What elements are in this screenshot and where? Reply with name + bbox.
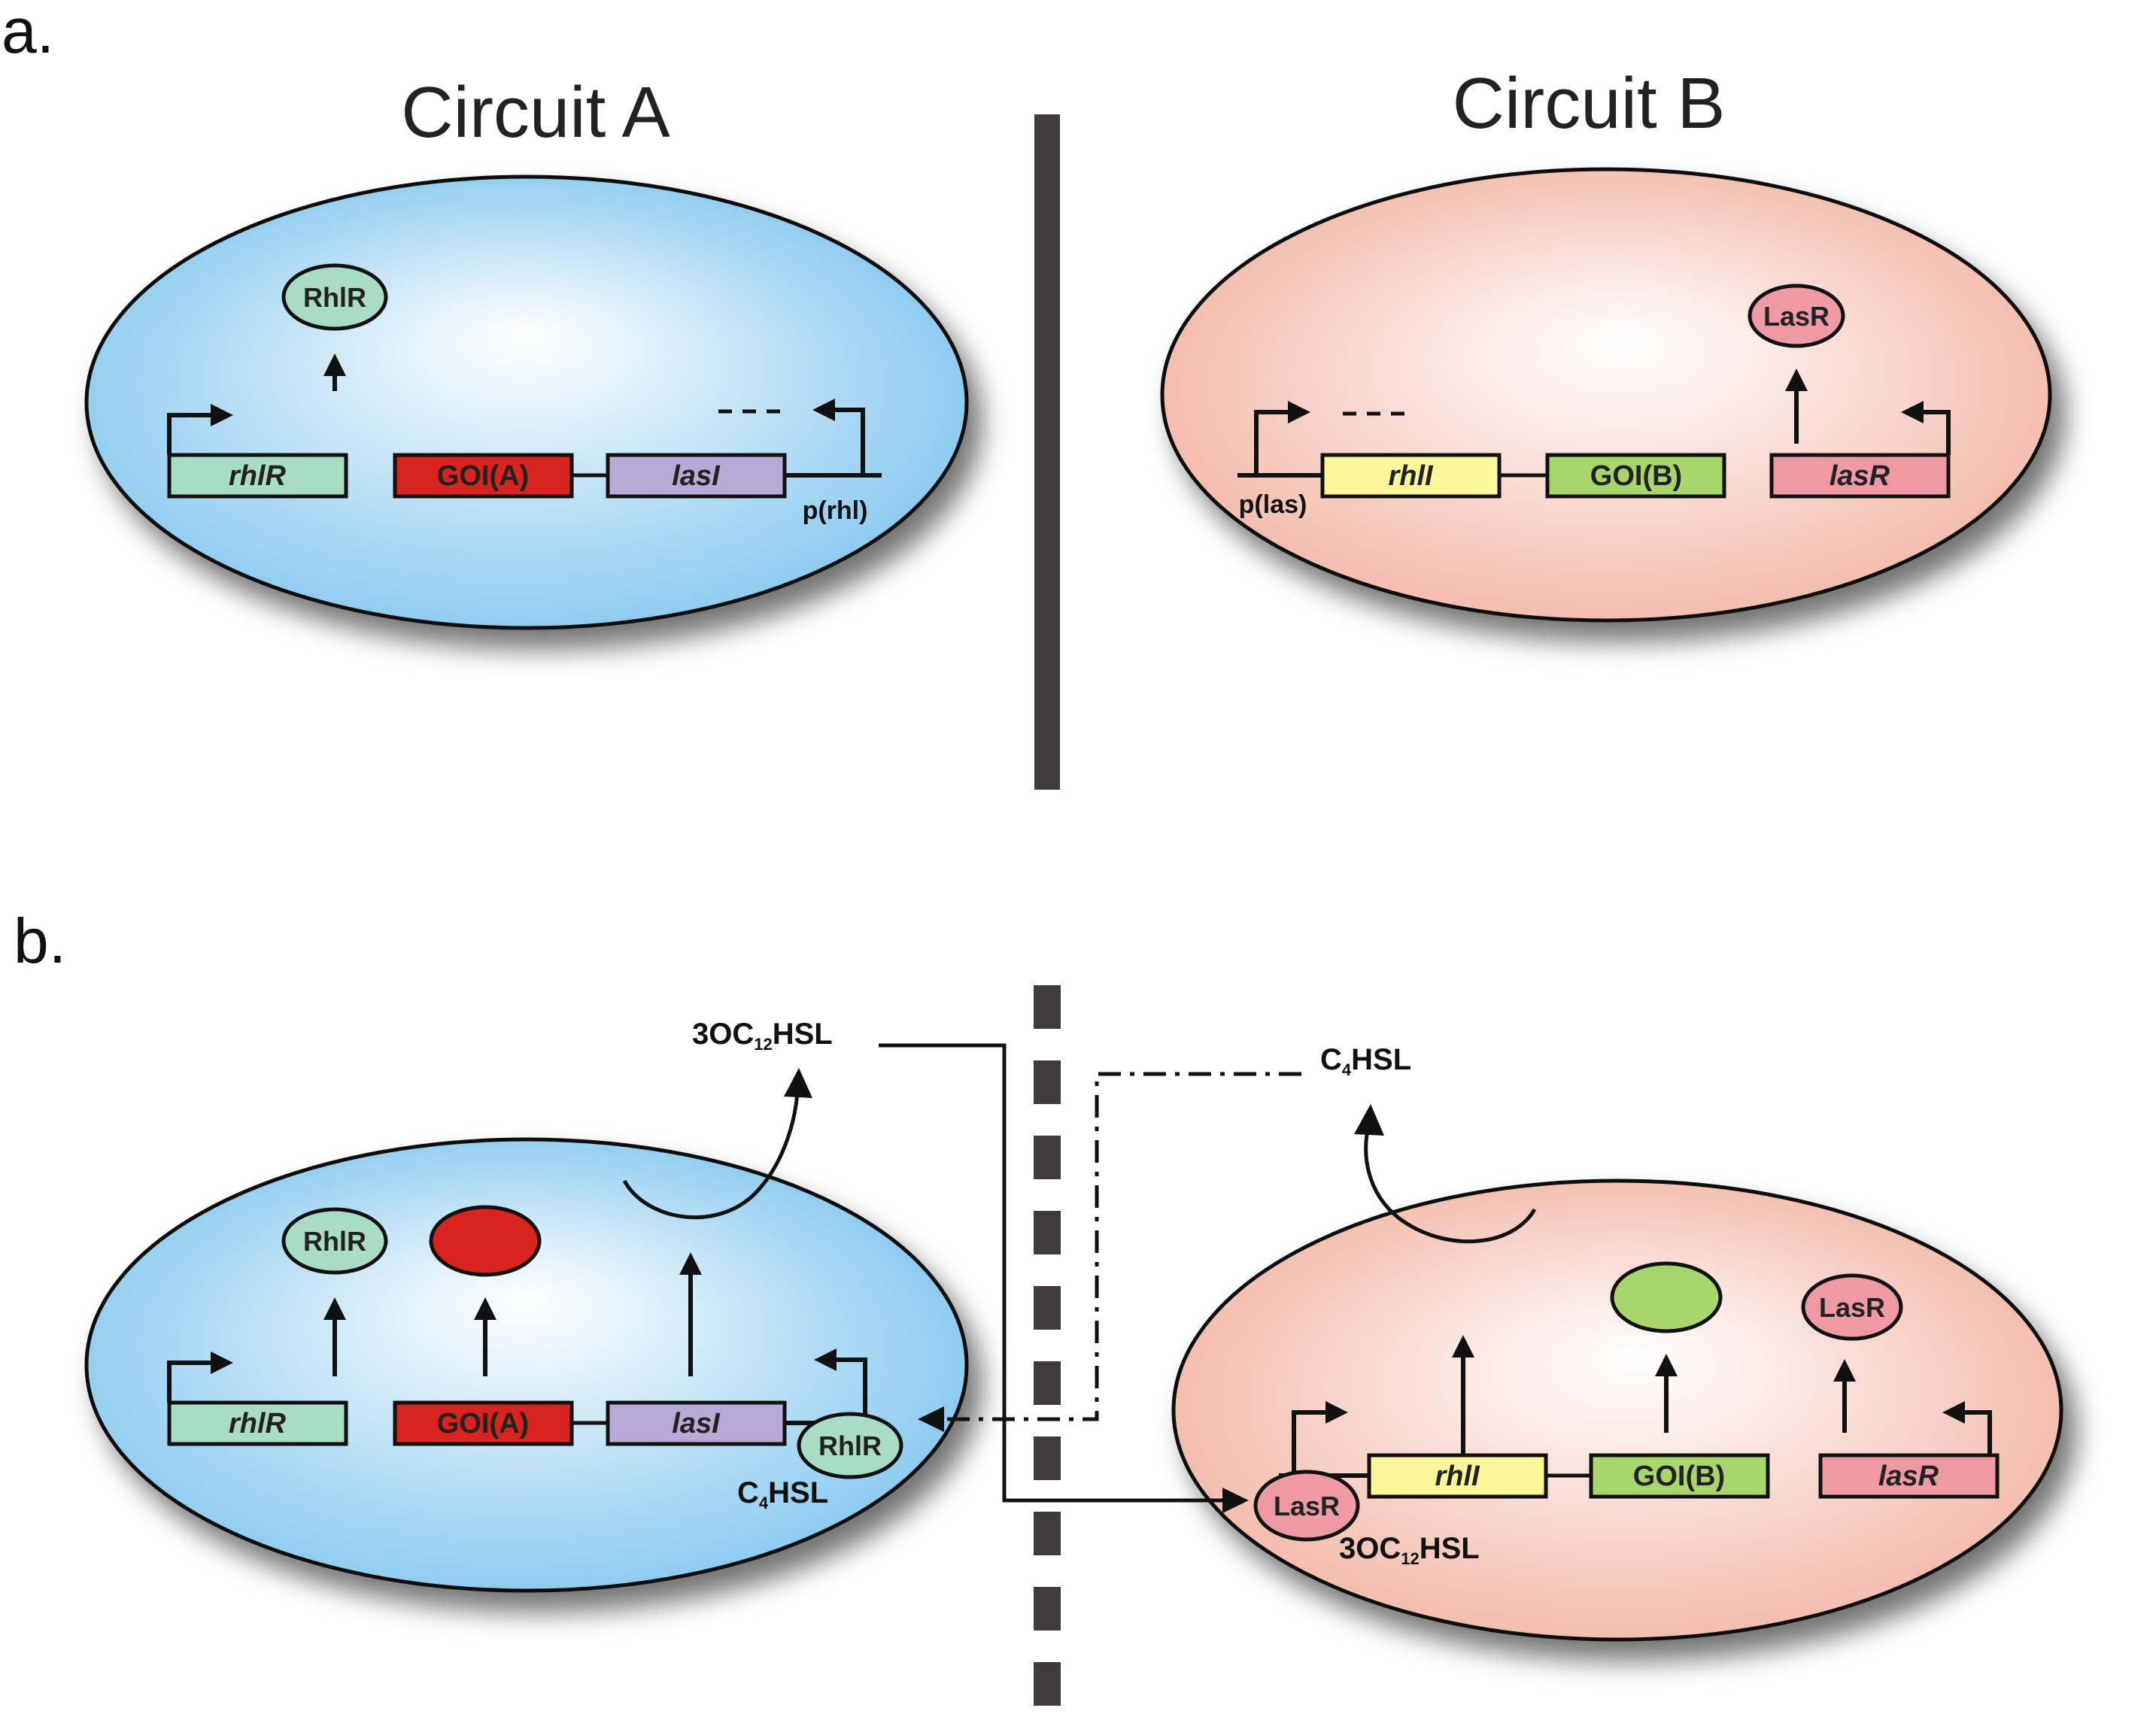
c4hsl-bound-label: C4HSL xyxy=(737,1476,828,1512)
rhlr-gene xyxy=(167,453,348,499)
lasi-gene-label: lasI xyxy=(672,460,721,492)
promoter-arrowhead xyxy=(812,399,835,421)
oc12hsl-prefix: 3OC xyxy=(692,1018,754,1051)
rhlr-protein-label: RhlR xyxy=(303,1226,366,1257)
oc12hsl-subscript: 12 xyxy=(1401,1549,1419,1568)
panel-b-label: b. xyxy=(14,906,66,976)
goi-a-protein xyxy=(429,1205,542,1277)
promoter-arrowhead xyxy=(1901,401,1924,423)
c4hsl-prefix: C xyxy=(1320,1043,1342,1076)
promoter-arrow-plas xyxy=(1254,410,1290,475)
circuit-b-title: Circuit B xyxy=(1453,63,1726,144)
promoter-arrow-prhl xyxy=(835,408,865,475)
rhli-gene-label: rhlI xyxy=(1388,460,1434,492)
lasr-gene-label: lasR xyxy=(1878,1461,1939,1492)
promoter-arrowhead xyxy=(1288,401,1310,423)
rhlr-gene xyxy=(167,1400,348,1446)
lasr-gene xyxy=(1818,1453,2000,1499)
c4hsl-signal-arrowhead xyxy=(918,1406,944,1432)
c4hsl-signal-path xyxy=(940,1072,1301,1421)
rhlr-protein xyxy=(281,1207,388,1275)
oc12hsl-signal-path xyxy=(879,1043,1226,1503)
signal-export-curve xyxy=(622,1086,800,1220)
c4hsl-prefix: C xyxy=(737,1476,759,1509)
lasr-bound-protein xyxy=(1253,1470,1360,1542)
oc12hsl-subscript: 12 xyxy=(754,1035,772,1054)
rhlr-protein-label: RhlR xyxy=(303,282,366,313)
cell-b-top xyxy=(1160,167,2052,623)
promoter-arrowhead xyxy=(211,404,233,426)
oc12hsl-signal-arrowhead xyxy=(1222,1488,1249,1513)
lasi-gene-label: lasI xyxy=(672,1408,721,1439)
promoter-arrow xyxy=(1922,410,1951,455)
goi-b-gene xyxy=(1589,1453,1770,1499)
signal-export-curve xyxy=(1364,1124,1537,1244)
lasr-protein-label: LasR xyxy=(1819,1292,1885,1323)
promoter-arrowhead xyxy=(1325,1401,1348,1424)
signal-export-arrowhead xyxy=(784,1068,812,1098)
lasr-protein-label: LasR xyxy=(1763,301,1830,332)
c4hsl-signal-label: C4HSL xyxy=(1320,1043,1411,1079)
rhlr-gene-label: rhlR xyxy=(229,1408,287,1439)
promoter-arrowhead xyxy=(1942,1401,1965,1424)
rhli-gene xyxy=(1367,1453,1548,1499)
goi-a-label: GOI(A) xyxy=(437,1408,529,1439)
rhlr-protein xyxy=(281,263,388,331)
promoter-arrow xyxy=(167,1361,214,1403)
signal-export-arrowhead xyxy=(1354,1104,1384,1136)
oc12hsl-suffix: HSL xyxy=(773,1018,833,1051)
prhl-label: p(rhl) xyxy=(803,496,868,525)
lasr-bound-label: LasR xyxy=(1274,1491,1340,1521)
rhlr-bound-label: RhlR xyxy=(818,1430,882,1461)
oc12hsl-bound-label: 3OC12HSL xyxy=(1339,1532,1480,1568)
promoter-arrow xyxy=(1963,1410,1992,1455)
goi-b-protein xyxy=(1610,1261,1723,1333)
lasr-protein xyxy=(1801,1273,1903,1341)
plas-label: p(las) xyxy=(1239,490,1307,519)
goi-a-label: GOI(A) xyxy=(437,460,529,492)
rhli-gene xyxy=(1320,453,1502,499)
oc12hsl-signal-label: 3OC12HSL xyxy=(692,1018,833,1054)
oc12hsl-prefix: 3OC xyxy=(1339,1532,1401,1565)
goi-a-gene xyxy=(393,453,574,499)
lasr-gene-label: lasR xyxy=(1830,460,1890,492)
circuit-a-title: Circuit A xyxy=(401,72,670,153)
c4hsl-subscript: 4 xyxy=(1342,1060,1352,1079)
rhlr-bound-protein xyxy=(797,1412,903,1479)
solid-divider xyxy=(1034,114,1060,790)
promoter-arrow-prhl xyxy=(837,1358,867,1423)
goi-b-label: GOI(B) xyxy=(1590,460,1682,492)
rhlr-gene-label: rhlR xyxy=(229,460,287,492)
c4hsl-subscript: 4 xyxy=(759,1494,769,1512)
c4hsl-suffix: HSL xyxy=(768,1476,828,1509)
c4hsl-suffix: HSL xyxy=(1351,1043,1411,1076)
lasr-gene xyxy=(1769,453,1951,499)
panel-a-label: a. xyxy=(2,0,54,66)
promoter-arrow xyxy=(167,413,214,455)
promoter-arrowhead xyxy=(211,1351,233,1374)
lasr-protein xyxy=(1748,284,1845,348)
promoter-arrow-plas xyxy=(1292,1410,1328,1476)
lasi-gene xyxy=(606,453,787,499)
goi-b-label: GOI(B) xyxy=(1633,1461,1725,1492)
promoter-arrowhead xyxy=(814,1348,837,1371)
lasi-gene xyxy=(606,1400,787,1446)
rhli-gene-label: rhlI xyxy=(1435,1461,1480,1492)
oc12hsl-suffix: HSL xyxy=(1420,1532,1480,1565)
goi-b-gene xyxy=(1545,453,1726,499)
